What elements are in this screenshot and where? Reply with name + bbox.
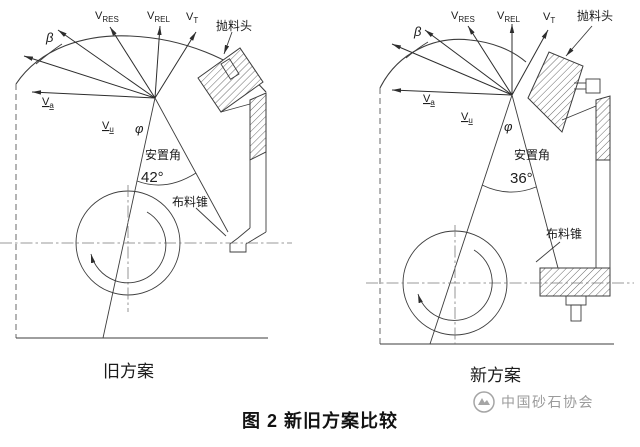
left-diagram: VRES VREL VT 抛料头 β Va Vu φ 安置角 42° 布料锥 旧… xyxy=(0,10,292,381)
right-labels: VRES VREL VT 抛料头 β Va Vu φ 安置角 36° 布料锥 新… xyxy=(413,8,613,385)
left-head-bolt xyxy=(220,58,240,80)
right-scheme-name: 新方案 xyxy=(470,366,521,385)
watermark-text: 中国砂石协会 xyxy=(501,394,594,410)
right-thrower-head-block xyxy=(527,51,584,133)
right-axis-line-right xyxy=(511,94,559,269)
right-vector-ray-beta xyxy=(424,29,513,96)
right-vres-vector xyxy=(467,25,513,96)
left-frame-hatched-section xyxy=(249,92,267,161)
left-va-label: Va xyxy=(42,96,54,110)
left-rotor xyxy=(0,185,292,312)
right-frame-hatched-section xyxy=(595,95,611,161)
right-vres-label: VRES xyxy=(451,10,475,24)
left-cone-label: 布料锥 xyxy=(172,195,208,209)
left-vres-label: VRES xyxy=(95,10,119,24)
right-vu-label: Vu xyxy=(461,111,473,125)
left-beta-label: β xyxy=(45,30,54,45)
left-beta-angle-arc xyxy=(35,43,63,65)
association-logo-icon xyxy=(473,391,495,413)
right-cone-leader-line xyxy=(535,241,561,263)
left-vrel-label: VREL xyxy=(147,10,170,24)
left-mount-angle-arc xyxy=(136,172,197,186)
right-head-bolt xyxy=(585,78,601,94)
right-mount-angle-arc xyxy=(481,184,537,193)
right-vector-ray-outer xyxy=(391,43,513,96)
right-base-block xyxy=(539,267,611,297)
right-dome-arc xyxy=(379,38,527,89)
right-beta-label: β xyxy=(413,24,422,39)
right-vt-label: VT xyxy=(543,11,555,25)
left-head-label: 抛料头 xyxy=(216,18,252,33)
left-mount-angle-label: 安置角 xyxy=(145,147,181,162)
right-vt-vector xyxy=(511,29,549,96)
right-mount-angle-construction xyxy=(429,94,561,345)
watermark: 中国砂石协会 xyxy=(472,390,594,414)
right-base-bolt-head xyxy=(565,295,587,306)
right-phi-label: φ xyxy=(504,119,513,134)
right-diagram: VRES VREL VT 抛料头 β Va Vu φ 安置角 36° 布料锥 新… xyxy=(366,8,634,385)
right-head-leader-line xyxy=(565,25,593,57)
right-thrower-head-assembly xyxy=(527,51,611,322)
left-scheme-name: 旧方案 xyxy=(103,362,154,381)
left-head-leader-line xyxy=(223,31,233,55)
left-velocity-vectors xyxy=(23,25,233,99)
figure-caption: 图 2 新旧方案比较 xyxy=(241,411,398,431)
right-head-frame-joint xyxy=(561,105,597,121)
left-va-vector xyxy=(31,90,156,99)
left-rotation-arrow xyxy=(90,211,167,284)
left-vrel-vector xyxy=(154,25,162,99)
right-mount-angle-label: 安置角 xyxy=(514,147,550,162)
left-cone-leader-line xyxy=(195,207,227,237)
right-housing-outline xyxy=(379,38,614,345)
left-cone-bracket-steps xyxy=(229,227,267,253)
right-vrel-label: VREL xyxy=(497,10,520,24)
right-va-vector xyxy=(391,88,513,96)
right-angle-value: 36° xyxy=(510,170,533,187)
left-vu-label: Vu xyxy=(102,120,114,134)
right-cone-label: 布料锥 xyxy=(546,227,582,241)
left-axis-line-right xyxy=(154,97,229,233)
right-head-label: 抛料头 xyxy=(577,8,613,23)
left-vector-ray-beta xyxy=(57,29,156,99)
right-rotor xyxy=(366,225,634,344)
left-head-frame-joint xyxy=(220,103,251,113)
right-base-bolt-shaft xyxy=(570,304,582,322)
left-thrower-head-block xyxy=(197,47,264,113)
left-vt-vector xyxy=(154,31,197,99)
left-angle-value: 42° xyxy=(141,169,164,186)
left-vector-ray-outer xyxy=(23,55,156,99)
right-velocity-vectors xyxy=(391,24,593,96)
left-vt-label: VT xyxy=(186,11,198,25)
right-rotation-arrow xyxy=(417,249,493,321)
right-axis-line-left xyxy=(429,94,513,345)
left-mount-angle-construction xyxy=(102,97,229,339)
right-beta-angle-arc xyxy=(405,41,429,59)
left-thrower-head-assembly xyxy=(197,47,267,253)
left-labels: VRES VREL VT 抛料头 β Va Vu φ 安置角 42° 布料锥 旧… xyxy=(42,10,252,381)
left-axis-line-left xyxy=(102,97,156,339)
left-vres-vector xyxy=(109,26,156,99)
right-va-label: Va xyxy=(423,93,435,107)
left-phi-label: φ xyxy=(135,121,144,136)
